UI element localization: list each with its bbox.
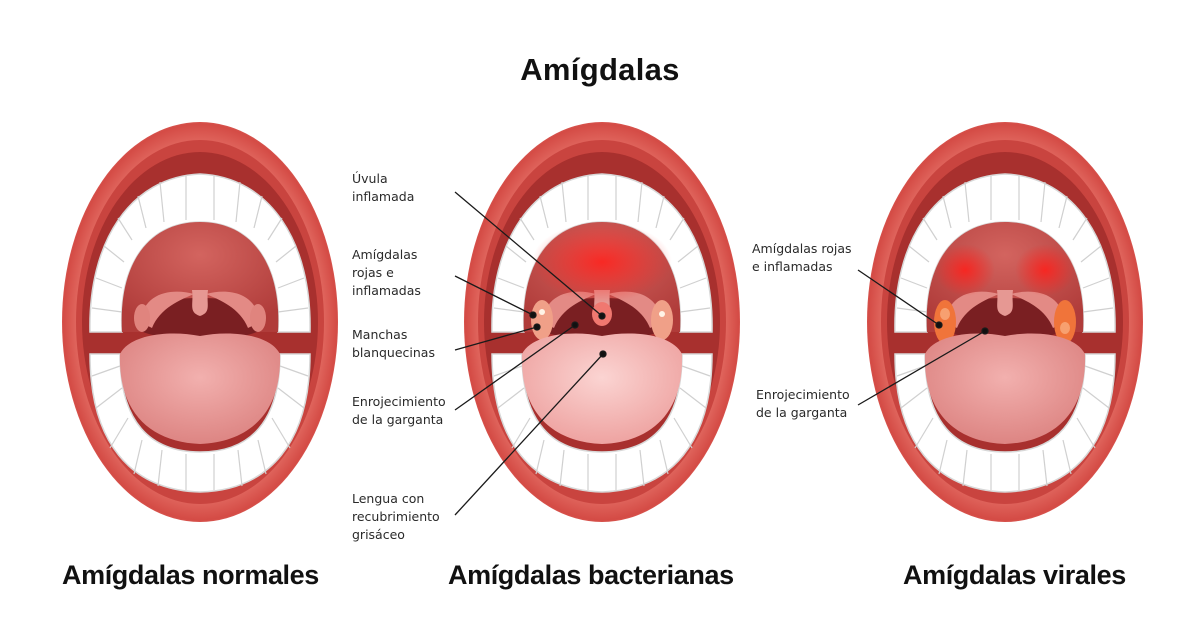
label-uvula-inflamada: Úvula inflamada [352,171,415,204]
diagram-title: Amígdalas [520,52,680,87]
mouth-illustration-viral [866,122,1144,522]
caption-viral: Amígdalas virales [903,560,1126,590]
label-lengua-recubrimiento: Lengua con recubrimiento grisáceo [352,491,440,542]
label-amigdalas-rojas-inflamadas: Amígdalas rojas e inflamadas [352,247,421,298]
caption-bacterial: Amígdalas bacterianas [448,560,734,590]
label-manchas-blanquecinas: Manchas blanquecinas [352,327,435,360]
mouth-illustration-normal [61,122,339,522]
label-viral-enrojecimiento: Enrojecimiento de la garganta [756,387,850,420]
caption-normal: Amígdalas normales [62,560,319,590]
label-enrojecimiento-garganta: Enrojecimiento de la garganta [352,394,446,427]
label-viral-amigdalas-rojas: Amígdalas rojas e inflamadas [752,241,852,274]
mouth-illustration-bacterial [463,122,741,522]
